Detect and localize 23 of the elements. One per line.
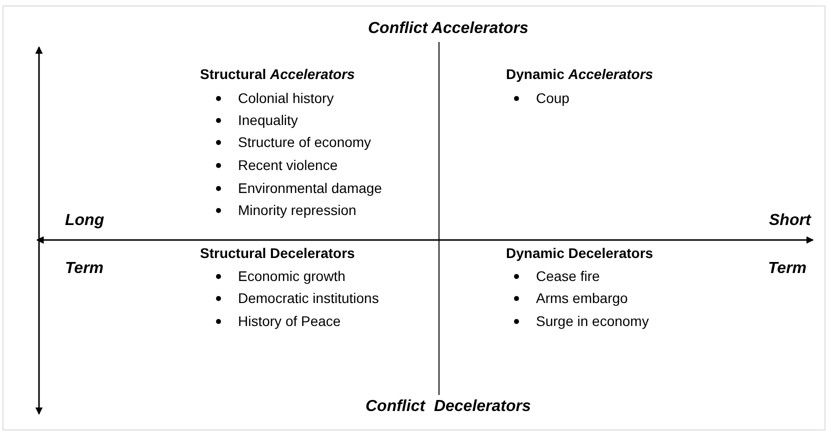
bullet-item: Inequality [238,112,298,128]
quadrant-heading: Dynamic Accelerators [506,66,654,82]
bullet-item: Arms embargo [536,290,628,306]
axis-label: Term [65,260,104,278]
axis-label: Conflict Accelerators [368,20,528,38]
bullet-item: Recent violence [238,157,338,174]
axis-label: Term [768,260,807,278]
bullet-item: Democratic institutions [238,290,379,306]
bullet-item: Structure of economy [238,134,372,150]
quadrant-heading: Structural Decelerators [200,245,355,262]
bullet-item: Cease fire [536,268,600,284]
bullet-item: Economic growth [238,268,346,284]
bullet-item: Environmental damage [238,180,382,196]
bullet-item: Colonial history [238,90,334,106]
bullet-item: Surge in economy [536,313,649,330]
bullet-item: Coup [536,90,570,106]
axis-label: Long [65,212,104,230]
axis-label: Conflict Decelerators [366,398,531,416]
quadrant-heading: Dynamic Decelerators [506,245,654,262]
axis-label: Short [769,212,811,230]
quadrant-heading: Structural Accelerators [200,66,355,82]
bullet-item: Minority repression [238,202,356,218]
bullet-item: History of Peace [238,313,341,330]
